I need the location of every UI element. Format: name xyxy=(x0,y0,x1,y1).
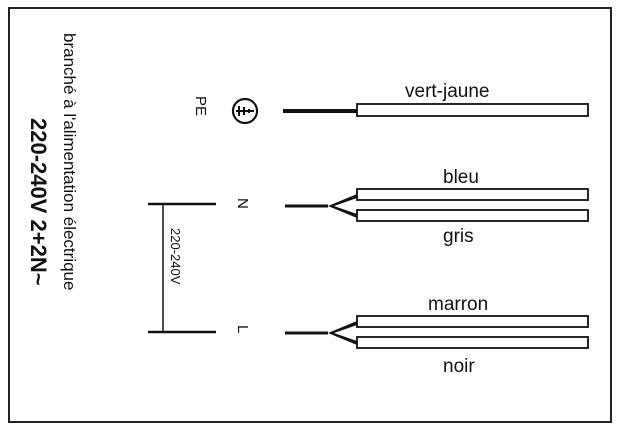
wire-label-gris: gris xyxy=(443,226,474,247)
wire-marron xyxy=(356,315,589,328)
earth-icon xyxy=(231,97,259,125)
wire-vert-jaune xyxy=(356,103,589,117)
wire-bleu xyxy=(356,188,589,201)
wire-label-marron: marron xyxy=(428,294,488,315)
terminal-l-label: L xyxy=(234,325,251,333)
n-split xyxy=(328,194,357,218)
l-split xyxy=(328,321,357,345)
terminal-n-label: N xyxy=(234,198,251,209)
supply-label: branché à l'alimentation électrique xyxy=(60,33,79,290)
wire-label-noir: noir xyxy=(443,356,475,377)
wire-gris xyxy=(356,209,589,222)
wire-label-bleu: bleu xyxy=(443,167,479,188)
voltage-label: 220-240V 2+2N~ xyxy=(26,118,51,286)
wire-label-vert-jaune: vert-jaune xyxy=(405,81,490,102)
terminal-pe-label: PE xyxy=(192,96,209,116)
span-voltage-label: 220-240V xyxy=(168,228,183,285)
wire-noir xyxy=(356,336,589,349)
